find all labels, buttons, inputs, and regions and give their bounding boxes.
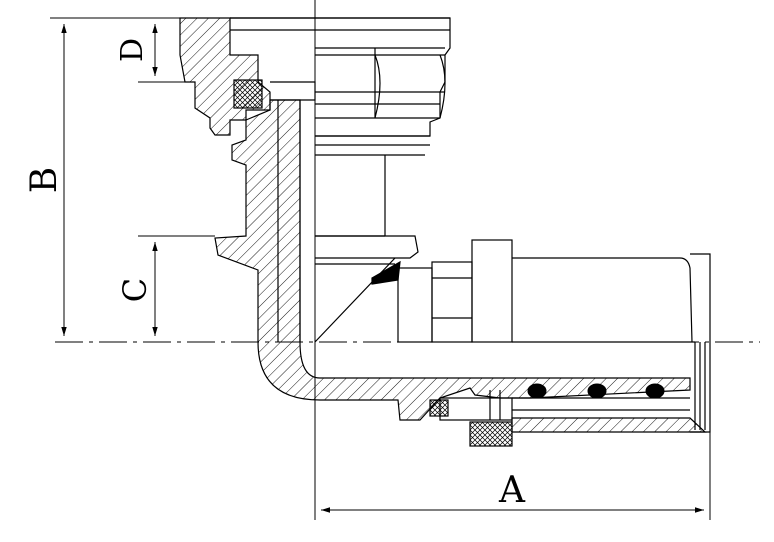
black-wedge-seal xyxy=(371,260,401,285)
dimension-label-c: C xyxy=(116,278,154,302)
elbow-body xyxy=(214,99,691,421)
right-fitting xyxy=(397,239,711,447)
lower-sleeve xyxy=(511,417,707,433)
dimensions xyxy=(50,17,711,520)
o-ring-3 xyxy=(645,383,665,399)
dimension-label-d: D xyxy=(115,38,150,62)
top-seal-ring xyxy=(233,79,263,109)
o-ring-1 xyxy=(527,383,547,399)
collar-cross-hatch xyxy=(469,421,513,447)
top-nut xyxy=(179,17,451,237)
dimension-label-a: A xyxy=(498,470,526,511)
centerlines xyxy=(55,0,760,520)
front-cross-hatch xyxy=(429,399,449,417)
o-rings xyxy=(527,383,665,399)
o-ring-2 xyxy=(587,383,607,399)
dimension-label-b: B xyxy=(24,167,65,193)
mid-flange xyxy=(314,235,419,343)
elbow-wall xyxy=(214,99,691,421)
